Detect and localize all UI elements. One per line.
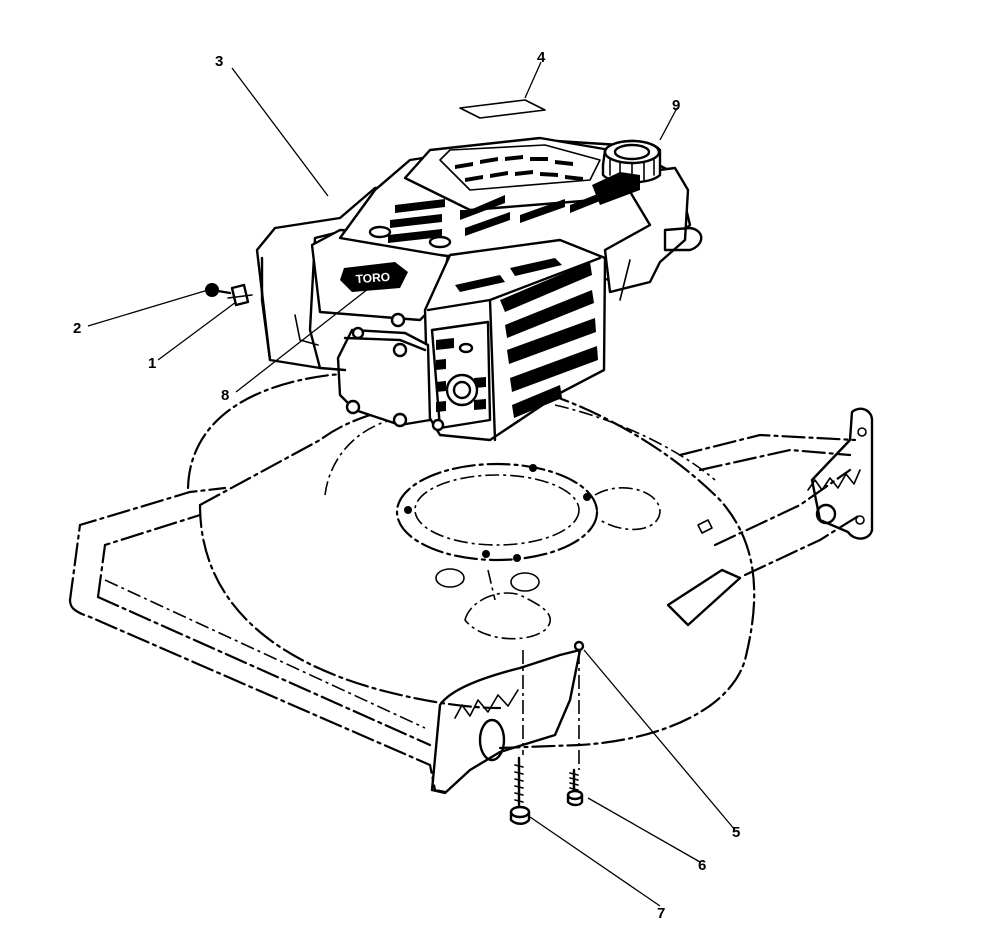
callout-9: 9 bbox=[672, 97, 680, 114]
top-grille-slots bbox=[455, 155, 583, 182]
clip-part-1 bbox=[227, 283, 253, 307]
decal-part-4 bbox=[459, 99, 546, 119]
toro-decal-text: TORO bbox=[355, 270, 390, 286]
callout-7: 7 bbox=[657, 905, 665, 922]
oil-fill-cap bbox=[592, 139, 662, 205]
callout-1: 1 bbox=[148, 355, 156, 372]
callout-6: 6 bbox=[698, 857, 706, 874]
screw-part-6 bbox=[566, 768, 584, 807]
callout-4: 4 bbox=[537, 49, 546, 66]
callout-8: 8 bbox=[221, 387, 229, 404]
toro-decal: TORO bbox=[340, 262, 408, 292]
engine: TORO bbox=[255, 136, 703, 442]
callout-3: 3 bbox=[215, 53, 223, 70]
air-cleaner-fins bbox=[455, 258, 598, 418]
screw-part-2 bbox=[205, 283, 232, 297]
callout-5: 5 bbox=[732, 824, 740, 841]
screw-part-7 bbox=[509, 756, 531, 825]
cover-front-slots bbox=[436, 338, 486, 412]
callout-2: 2 bbox=[73, 320, 81, 337]
callout-labels: 1 2 3 4 5 6 7 8 9 bbox=[73, 49, 740, 922]
deck-ring-bolts bbox=[404, 464, 591, 562]
housing-louvers bbox=[388, 193, 600, 243]
mower-deck bbox=[68, 366, 874, 795]
leader-lines bbox=[87, 61, 736, 907]
